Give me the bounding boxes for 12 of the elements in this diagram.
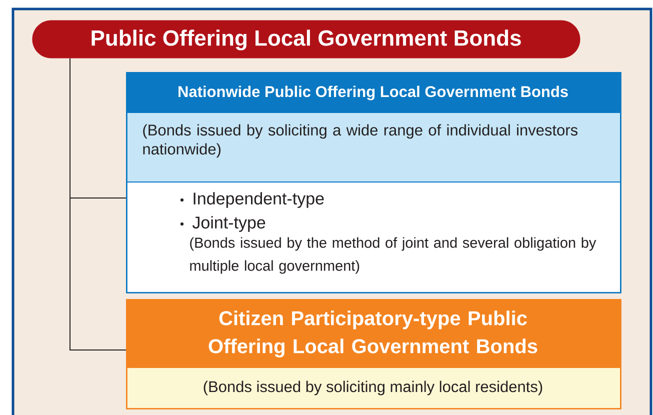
description: (Bonds issued by soliciting mainly local residents): [204, 380, 542, 396]
note: (Bonds issued by the method of joint and several obligation by multiple local government): [190, 237, 596, 274]
title-label: Public Offering Local Government Bonds: [92, 30, 521, 50]
category-card: [126, 72, 622, 294]
heading: Citizen Participatory-type Public Offering Local Government Bonds: [208, 310, 538, 358]
connector-line: [70, 58, 126, 350]
bullet-item: Joint-type: [180, 216, 266, 232]
description: (Bonds issued by soliciting a wide range of individual investors nationwide): [143, 124, 578, 158]
title-pill: [32, 20, 580, 58]
bullet-item: Independent-type: [180, 192, 324, 208]
heading: Nationwide Public Offering Local Government Bonds: [178, 86, 568, 100]
category-card: [126, 299, 622, 410]
